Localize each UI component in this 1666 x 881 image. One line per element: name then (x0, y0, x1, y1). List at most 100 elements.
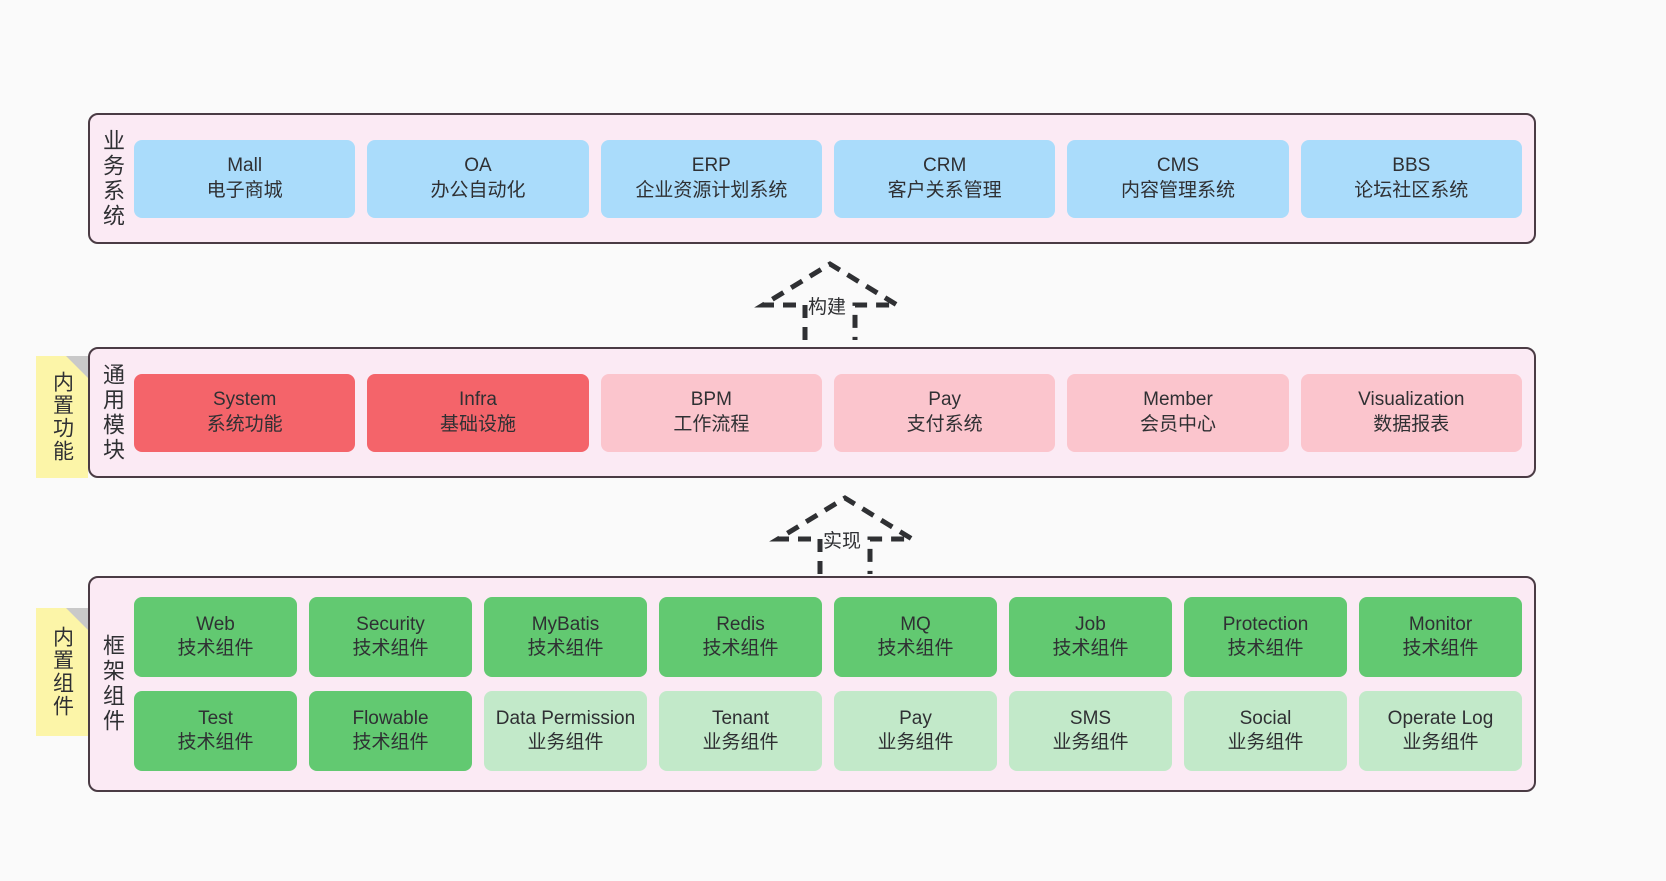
card-subtitle: 论坛社区系统 (1354, 179, 1469, 201)
card-monitor[interactable]: Monitor 技术组件 (1359, 597, 1522, 677)
card-subtitle: 业务组件 (702, 732, 779, 753)
note-builtin-components[interactable]: 内置组件 (36, 608, 88, 736)
card-subtitle: 技术组件 (527, 638, 604, 659)
card-title: Test (198, 707, 233, 729)
card-title: Social (1239, 707, 1292, 729)
card-title: Job (1075, 613, 1106, 635)
card-title: Monitor (1408, 613, 1473, 635)
card-social[interactable]: Social 业务组件 (1184, 691, 1347, 771)
card-tenant[interactable]: Tenant 业务组件 (659, 691, 822, 771)
card-title: Pay (928, 389, 962, 411)
card-subtitle: 业务组件 (1052, 732, 1129, 753)
card-title: CRM (923, 155, 967, 177)
card-pay-business[interactable]: Pay 业务组件 (834, 691, 997, 771)
card-title: Mall (227, 155, 263, 177)
card-title: Web (196, 613, 235, 635)
card-subtitle: 办公自动化 (430, 179, 526, 201)
card-subtitle: 支付系统 (906, 413, 983, 435)
card-title: Data Permission (495, 707, 636, 729)
card-row: Mall 电子商城 OA 办公自动化 ERP 企业资源计划系统 CRM 客户关系… (134, 139, 1522, 218)
card-subtitle: 会员中心 (1139, 413, 1216, 435)
connector-implement-arrow (769, 495, 921, 574)
card-subtitle: 电子商城 (206, 179, 283, 201)
card-system[interactable]: System 系统功能 (134, 373, 356, 452)
card-subtitle: 技术组件 (177, 732, 254, 753)
layer-label-business: 业务系统 (100, 128, 125, 229)
card-row: Test 技术组件 Flowable 技术组件 Data Permission … (134, 691, 1522, 771)
card-title: MyBatis (531, 613, 600, 635)
card-title: SMS (1069, 707, 1112, 729)
card-web[interactable]: Web 技术组件 (134, 597, 297, 677)
card-crm[interactable]: CRM 客户关系管理 (833, 139, 1056, 218)
connector-build-label: 构建 (808, 297, 847, 318)
card-flowable[interactable]: Flowable 技术组件 (309, 691, 472, 771)
card-operate-log[interactable]: Operate Log 业务组件 (1359, 691, 1522, 771)
card-security[interactable]: Security 技术组件 (309, 597, 472, 677)
card-subtitle: 系统功能 (206, 413, 283, 435)
card-subtitle: 技术组件 (877, 638, 954, 659)
card-subtitle: 工作流程 (673, 413, 750, 435)
card-subtitle: 业务组件 (527, 732, 604, 753)
card-subtitle: 企业资源计划系统 (635, 179, 788, 201)
card-title: System (212, 389, 277, 411)
card-sms[interactable]: SMS 业务组件 (1009, 691, 1172, 771)
card-title: OA (464, 155, 492, 177)
note-label: 内置组件 (50, 626, 74, 718)
layer-body-framework: Web 技术组件 Security 技术组件 MyBatis 技术组件 Redi… (134, 578, 1534, 790)
card-mall[interactable]: Mall 电子商城 (134, 139, 356, 218)
card-data-permission[interactable]: Data Permission 业务组件 (484, 691, 647, 771)
card-title: Pay (899, 707, 932, 729)
card-title: Infra (458, 389, 497, 411)
card-title: CMS (1156, 155, 1200, 177)
card-protection[interactable]: Protection 技术组件 (1184, 597, 1347, 677)
card-subtitle: 业务组件 (877, 732, 954, 753)
card-subtitle: 业务组件 (1402, 732, 1479, 753)
card-title: Member (1143, 389, 1213, 411)
card-subtitle: 基础设施 (439, 413, 516, 435)
card-cms[interactable]: CMS 内容管理系统 (1067, 139, 1289, 218)
card-subtitle: 技术组件 (177, 638, 254, 659)
layer-framework-components[interactable]: 框架组件 Web 技术组件 Security 技术组件 MyBatis 技术组件… (88, 576, 1536, 792)
connector-build-arrow (754, 261, 906, 340)
card-erp[interactable]: ERP 企业资源计划系统 (600, 139, 822, 218)
card-subtitle: 技术组件 (702, 638, 779, 659)
card-job[interactable]: Job 技术组件 (1009, 597, 1172, 677)
card-subtitle: 技术组件 (352, 732, 429, 753)
card-redis[interactable]: Redis 技术组件 (659, 597, 822, 677)
card-member[interactable]: Member 会员中心 (1067, 373, 1289, 452)
card-row: System 系统功能 Infra 基础设施 BPM 工作流程 Pay 支付系统… (134, 373, 1522, 452)
layer-label-framework: 框架组件 (100, 634, 125, 734)
card-row: Web 技术组件 Security 技术组件 MyBatis 技术组件 Redi… (134, 597, 1522, 677)
card-title: BBS (1392, 155, 1431, 177)
card-mybatis[interactable]: MyBatis 技术组件 (484, 597, 647, 677)
card-mq[interactable]: MQ 技术组件 (834, 597, 997, 677)
card-infra[interactable]: Infra 基础设施 (367, 373, 589, 452)
card-subtitle: 业务组件 (1227, 732, 1304, 753)
card-oa[interactable]: OA 办公自动化 (367, 139, 589, 218)
card-bpm[interactable]: BPM 工作流程 (600, 373, 822, 452)
card-subtitle: 数据报表 (1373, 413, 1450, 435)
layer-business-systems[interactable]: 业务系统 Mall 电子商城 OA 办公自动化 ERP 企业资源计划系统 CRM… (88, 113, 1536, 244)
connector-implement-label: 实现 (823, 531, 862, 552)
card-title: BPM (690, 389, 732, 411)
layer-label-common: 通用模块 (100, 362, 125, 463)
card-subtitle: 技术组件 (1227, 638, 1304, 659)
card-title: Redis (716, 613, 765, 635)
card-subtitle: 技术组件 (1402, 638, 1479, 659)
card-bbs[interactable]: BBS 论坛社区系统 (1300, 139, 1522, 218)
card-title: ERP (691, 155, 731, 177)
layer-common-modules[interactable]: 通用模块 System 系统功能 Infra 基础设施 BPM 工作流程 Pay… (88, 347, 1536, 478)
card-subtitle: 技术组件 (352, 638, 429, 659)
card-pay[interactable]: Pay 支付系统 (833, 373, 1056, 452)
card-test[interactable]: Test 技术组件 (134, 691, 297, 771)
card-title: Visualization (1358, 389, 1465, 411)
card-subtitle: 内容管理系统 (1120, 179, 1235, 201)
note-fold-icon (66, 356, 88, 378)
card-title: Security (356, 613, 425, 635)
note-builtin-features[interactable]: 内置功能 (36, 356, 88, 478)
card-subtitle: 客户关系管理 (887, 179, 1002, 201)
card-title: Tenant (711, 707, 770, 729)
card-title: Protection (1222, 613, 1309, 635)
card-visualization[interactable]: Visualization 数据报表 (1300, 373, 1522, 452)
